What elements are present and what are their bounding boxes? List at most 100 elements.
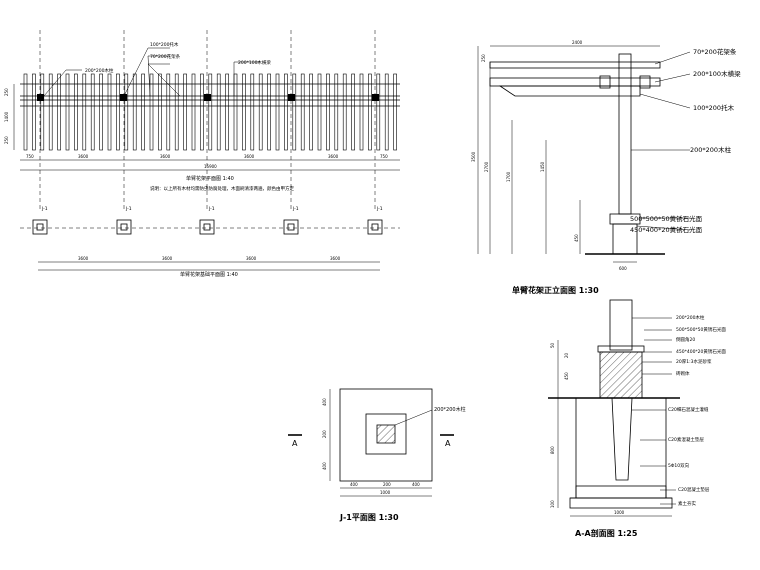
plan-slat: [74, 73, 78, 151]
leader-line: [639, 93, 691, 109]
plan-slat: [191, 73, 196, 151]
pergola-elevation: 2400 250 3500 2700 1700 1450 450 600: [471, 40, 741, 295]
footing-column: [120, 223, 128, 231]
plan-title: 单臂花架平面图 1:40: [186, 175, 234, 182]
footing-tag: J-1: [376, 206, 383, 212]
plan-slat: [376, 73, 381, 151]
section-cap: [597, 345, 645, 353]
section-mark-label: A: [445, 439, 451, 448]
aa-section: 50 20 450 800 100 1000 200*200木柱 500*500…: [548, 299, 726, 538]
footing: [199, 219, 215, 235]
plan-slat: [99, 73, 103, 151]
plan-slat: [216, 73, 221, 151]
section-rebar-layer: [575, 485, 667, 499]
footing-tag: J-1: [208, 206, 215, 212]
j1-inner-footing: [365, 413, 407, 455]
section-column: [609, 299, 633, 351]
plan-column: [288, 94, 295, 101]
section-label: 20厚1:3水泥砂浆: [676, 358, 712, 365]
plan-column: [204, 94, 211, 101]
plan-left-dim: 250: [4, 88, 9, 96]
plan-slat: [158, 73, 162, 151]
section-label: C20混凝土垫层: [678, 486, 710, 493]
j1-dim: 400: [412, 482, 420, 487]
section-left-dim: 20: [564, 352, 569, 358]
elev-label: 200*100木横梁: [693, 69, 741, 78]
section-title: A-A剖面图 1:25: [575, 528, 638, 538]
leader-line: [233, 61, 260, 96]
plan-slat: [225, 73, 229, 151]
plan-dim: 750: [26, 154, 34, 159]
plan-slat: [300, 73, 305, 151]
plan-slat: [65, 73, 70, 151]
leader-line: [147, 55, 170, 97]
elev-label: 70*200花架条: [693, 47, 737, 56]
footing-tag: J-1: [125, 206, 132, 212]
plan-slat: [40, 73, 45, 151]
leader-line: [394, 409, 433, 426]
footing: [283, 219, 299, 235]
elev-left-dim: 2700: [484, 161, 489, 172]
foundation-dim: 3600: [246, 256, 257, 261]
plan-note: 说明：以上所有木材均需防虫防腐处理，木面刷清漆两遍，颜色由甲方定: [150, 185, 294, 192]
plan-column: [37, 94, 44, 101]
plan-slat: [233, 73, 238, 151]
elev-left-dim: 250: [481, 54, 486, 62]
elev-bracket: [498, 85, 641, 97]
section-base-layer: [569, 497, 673, 509]
section-label: 素土夯实: [678, 500, 696, 507]
footing-column: [287, 223, 295, 231]
elev-left-dim: 1700: [506, 171, 511, 182]
leader-line: [147, 63, 181, 97]
elev-label: 200*200木柱: [690, 145, 732, 154]
plan-column: [372, 94, 379, 101]
elev-slat: [489, 61, 661, 69]
plan-slat: [351, 73, 355, 151]
section-pedestal: [599, 351, 643, 399]
section-bottom-dim: 1000: [614, 510, 625, 515]
elev-left-dim: 3500: [471, 151, 476, 162]
section-label: 砖砌体: [676, 370, 690, 377]
plan-slat: [141, 73, 145, 151]
j1-dim: 200: [383, 482, 391, 487]
pergola-plan: 200*200木柱 100*200托木 70*200花架条 200*100木横梁…: [4, 30, 400, 210]
plan-slat: [82, 73, 87, 151]
plan-slat: [116, 73, 120, 151]
elev-left-dim: 1450: [540, 161, 545, 172]
footing: [32, 219, 48, 235]
section-label: 5Φ10双向: [668, 462, 690, 469]
plan-slat: [393, 73, 397, 151]
plan-slat: [132, 73, 137, 151]
plan-callout: 100*200托木: [150, 41, 179, 48]
leader-line: [654, 51, 691, 65]
plan-slat: [342, 73, 347, 151]
plan-dim: 3600: [160, 154, 171, 159]
elev-label: 450*400*20黄锈石光面: [630, 225, 703, 234]
footing-tag: J-1: [41, 206, 48, 212]
elevation-title: 单臂花架正立面图 1:30: [512, 285, 599, 295]
section-label: C20细石混凝土灌缝: [668, 406, 709, 413]
footing: [116, 219, 132, 235]
plan-callout: 70*200花架条: [150, 53, 181, 60]
footing-column: [203, 223, 211, 231]
plan-slat: [275, 73, 280, 151]
elev-joint: [599, 75, 611, 89]
plan-slat: [48, 73, 53, 151]
footing-column: [36, 223, 44, 231]
j1-column-hatch: [376, 424, 396, 444]
section-footing: [575, 397, 667, 499]
plan-dim: 3600: [78, 154, 89, 159]
leader-line: [654, 73, 691, 83]
plan-dim: 3600: [328, 154, 339, 159]
plan-slat: [267, 73, 271, 151]
section-left-dim: 100: [550, 500, 555, 508]
footing-column: [371, 223, 379, 231]
plan-slat: [334, 73, 339, 151]
plan-slat: [317, 73, 322, 151]
plan-slat: [368, 73, 372, 151]
plan-slat: [200, 73, 204, 151]
elev-label: 100*200托木: [693, 103, 735, 112]
plan-slat: [258, 73, 263, 151]
leader-line: [43, 69, 82, 97]
section-left-dim: 450: [564, 372, 569, 380]
